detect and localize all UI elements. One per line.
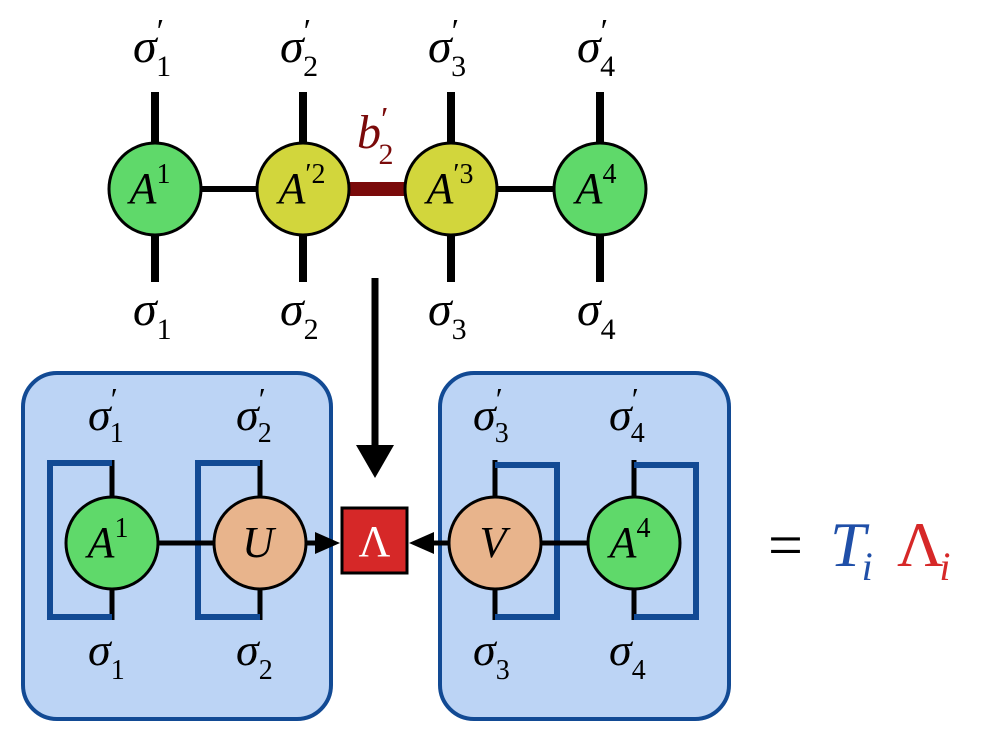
- lower-sigma-1: σ1: [133, 283, 172, 346]
- lambda-node-label: Λ: [359, 517, 391, 566]
- left-node-U-label: U: [242, 518, 277, 567]
- left-node-A1-label: A1: [85, 513, 129, 567]
- left-lower-sigma-2: σ2: [236, 624, 273, 686]
- right-upper-sigma-4: σ′4: [609, 381, 645, 449]
- right-box-background: [438, 371, 731, 721]
- right-lower-sigma-4: σ4: [609, 624, 646, 686]
- down-arrow-head: [356, 445, 394, 478]
- lower-sigma-4: σ4: [577, 283, 616, 346]
- right-upper-sigma-3: σ′3: [473, 381, 509, 449]
- right-node-A4: [586, 495, 682, 591]
- left-bracket-2: [195, 460, 260, 620]
- equation-Lambda: Λi: [897, 509, 951, 589]
- node-A4-label: A4: [573, 159, 617, 213]
- right-box: V A4 σ′3 σ′4 σ3 σ4: [438, 371, 731, 721]
- upper-sigma-4: σ′4: [577, 13, 615, 83]
- left-box: A1 U σ′1 σ′2 σ1 σ2: [21, 371, 333, 721]
- upper-sigma-3: σ′3: [428, 13, 466, 83]
- right-node-V-label: V: [480, 518, 512, 567]
- upper-sigma-1: σ′1: [133, 13, 171, 83]
- left-upper-sigma-2: σ′2: [236, 381, 272, 449]
- equation: = Ti Λi: [768, 509, 951, 589]
- left-upper-sigma-1: σ′1: [88, 381, 124, 449]
- top-chain: A1 A′2 A′3 A4 b′2 σ′1 σ′2 σ′3 σ′4 σ1 σ2 …: [107, 13, 648, 346]
- right-bracket-4: [634, 462, 699, 620]
- node-A3-prime-label: A′3: [423, 159, 473, 213]
- left-node-A1: [64, 495, 160, 591]
- left-lower-sigma-1: σ1: [88, 624, 125, 686]
- arrow-U-to-lambda-head: [315, 532, 340, 554]
- node-A2-prime: [255, 141, 351, 237]
- node-A1: [107, 141, 203, 237]
- right-node-A4-label: A4: [607, 513, 651, 567]
- node-A4: [552, 141, 648, 237]
- node-A1-label: A1: [127, 159, 171, 213]
- equation-T: Ti: [830, 509, 873, 589]
- bond-label-b2-prime: b′2: [357, 101, 393, 171]
- left-bracket-1: [47, 460, 112, 620]
- equals-sign: =: [768, 512, 803, 580]
- lambda-node: [340, 506, 409, 575]
- lower-sigma-2: σ2: [280, 283, 319, 346]
- right-lower-sigma-3: σ3: [473, 624, 510, 686]
- node-A2-prime-label: A′2: [275, 159, 325, 213]
- node-A3-prime: [403, 141, 499, 237]
- lower-sigma-3: σ3: [428, 283, 467, 346]
- upper-sigma-2: σ′2: [280, 13, 318, 83]
- arrow-V-to-lambda-head: [409, 532, 434, 554]
